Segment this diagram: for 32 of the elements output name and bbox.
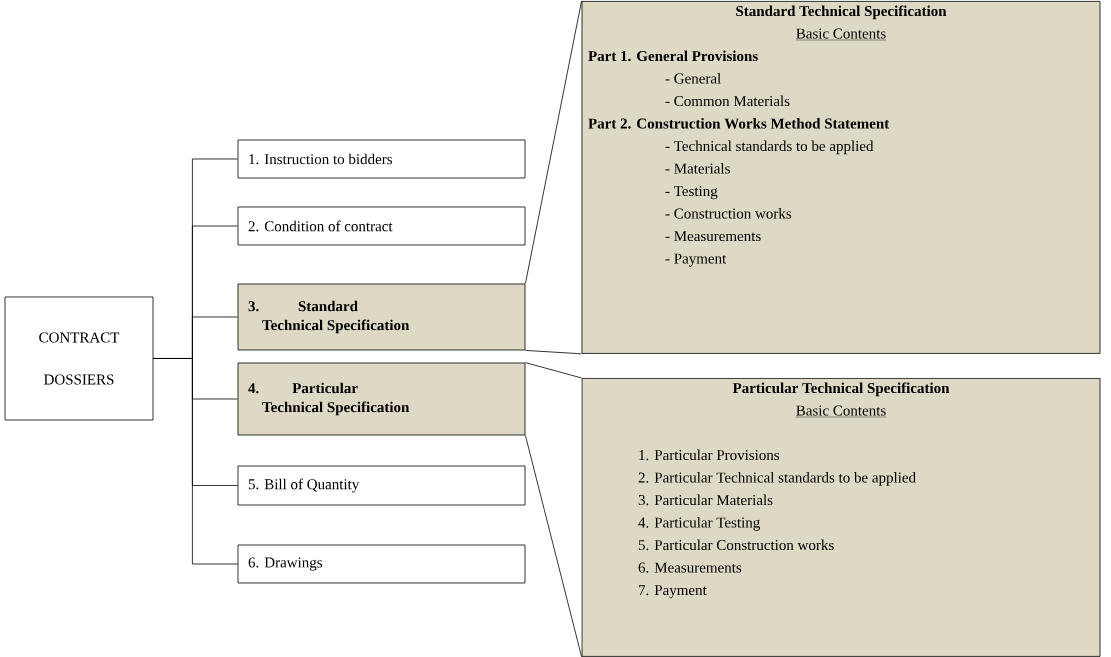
list-item: 6. Measurements (638, 562, 742, 573)
list-item: 4. Particular Testing (638, 517, 760, 531)
list-item: - Payment (665, 253, 727, 267)
list-item: 3. Particular Materials (638, 494, 773, 506)
detail-panel (581, 378, 1101, 657)
part-heading: Part 1. General Provisions (588, 50, 758, 62)
list-item: - Testing (665, 186, 718, 200)
root-box: CONTRACT DOSSIERS (4, 296, 154, 421)
connector-line (153, 358, 238, 565)
detail-panel (581, 1, 1101, 354)
section-box: 6. Drawings (237, 544, 526, 584)
list-item: 2. Particular Technical standards to be applied (638, 472, 916, 486)
list-item: 7. Payment (639, 585, 707, 599)
list-item: - Materials (665, 163, 730, 174)
list-item: 1. Particular Provisions (639, 449, 780, 461)
panel-heading: Particular Technical Specification (732, 382, 950, 397)
list-item: - Measurements (665, 231, 761, 242)
list-item: - General (665, 73, 721, 84)
list-item: - Common Materials (665, 95, 790, 107)
panel-subheading: Basic Contents (795, 28, 887, 41)
zoom-lines (525, 0, 582, 355)
section-box: 5. Bill of Quantity (237, 465, 526, 506)
section-box: 4. Particular Technical Specification (237, 362, 526, 436)
section-box: 3. Standard Technical Specification (237, 283, 526, 351)
list-item: - Construction works (665, 208, 792, 219)
list-item: 5. Particular Construction works (638, 539, 834, 551)
section-box: 1. Instruction to bidders (237, 139, 526, 179)
part-heading: Part 2. Construction Works Method Statement (588, 118, 890, 129)
list-item: - Technical standards to be applied (665, 140, 874, 155)
panel-heading: Standard Technical Specification (736, 5, 947, 20)
panel-subheading: Basic Contents (795, 405, 887, 418)
section-box: 2. Condition of contract (237, 206, 526, 246)
